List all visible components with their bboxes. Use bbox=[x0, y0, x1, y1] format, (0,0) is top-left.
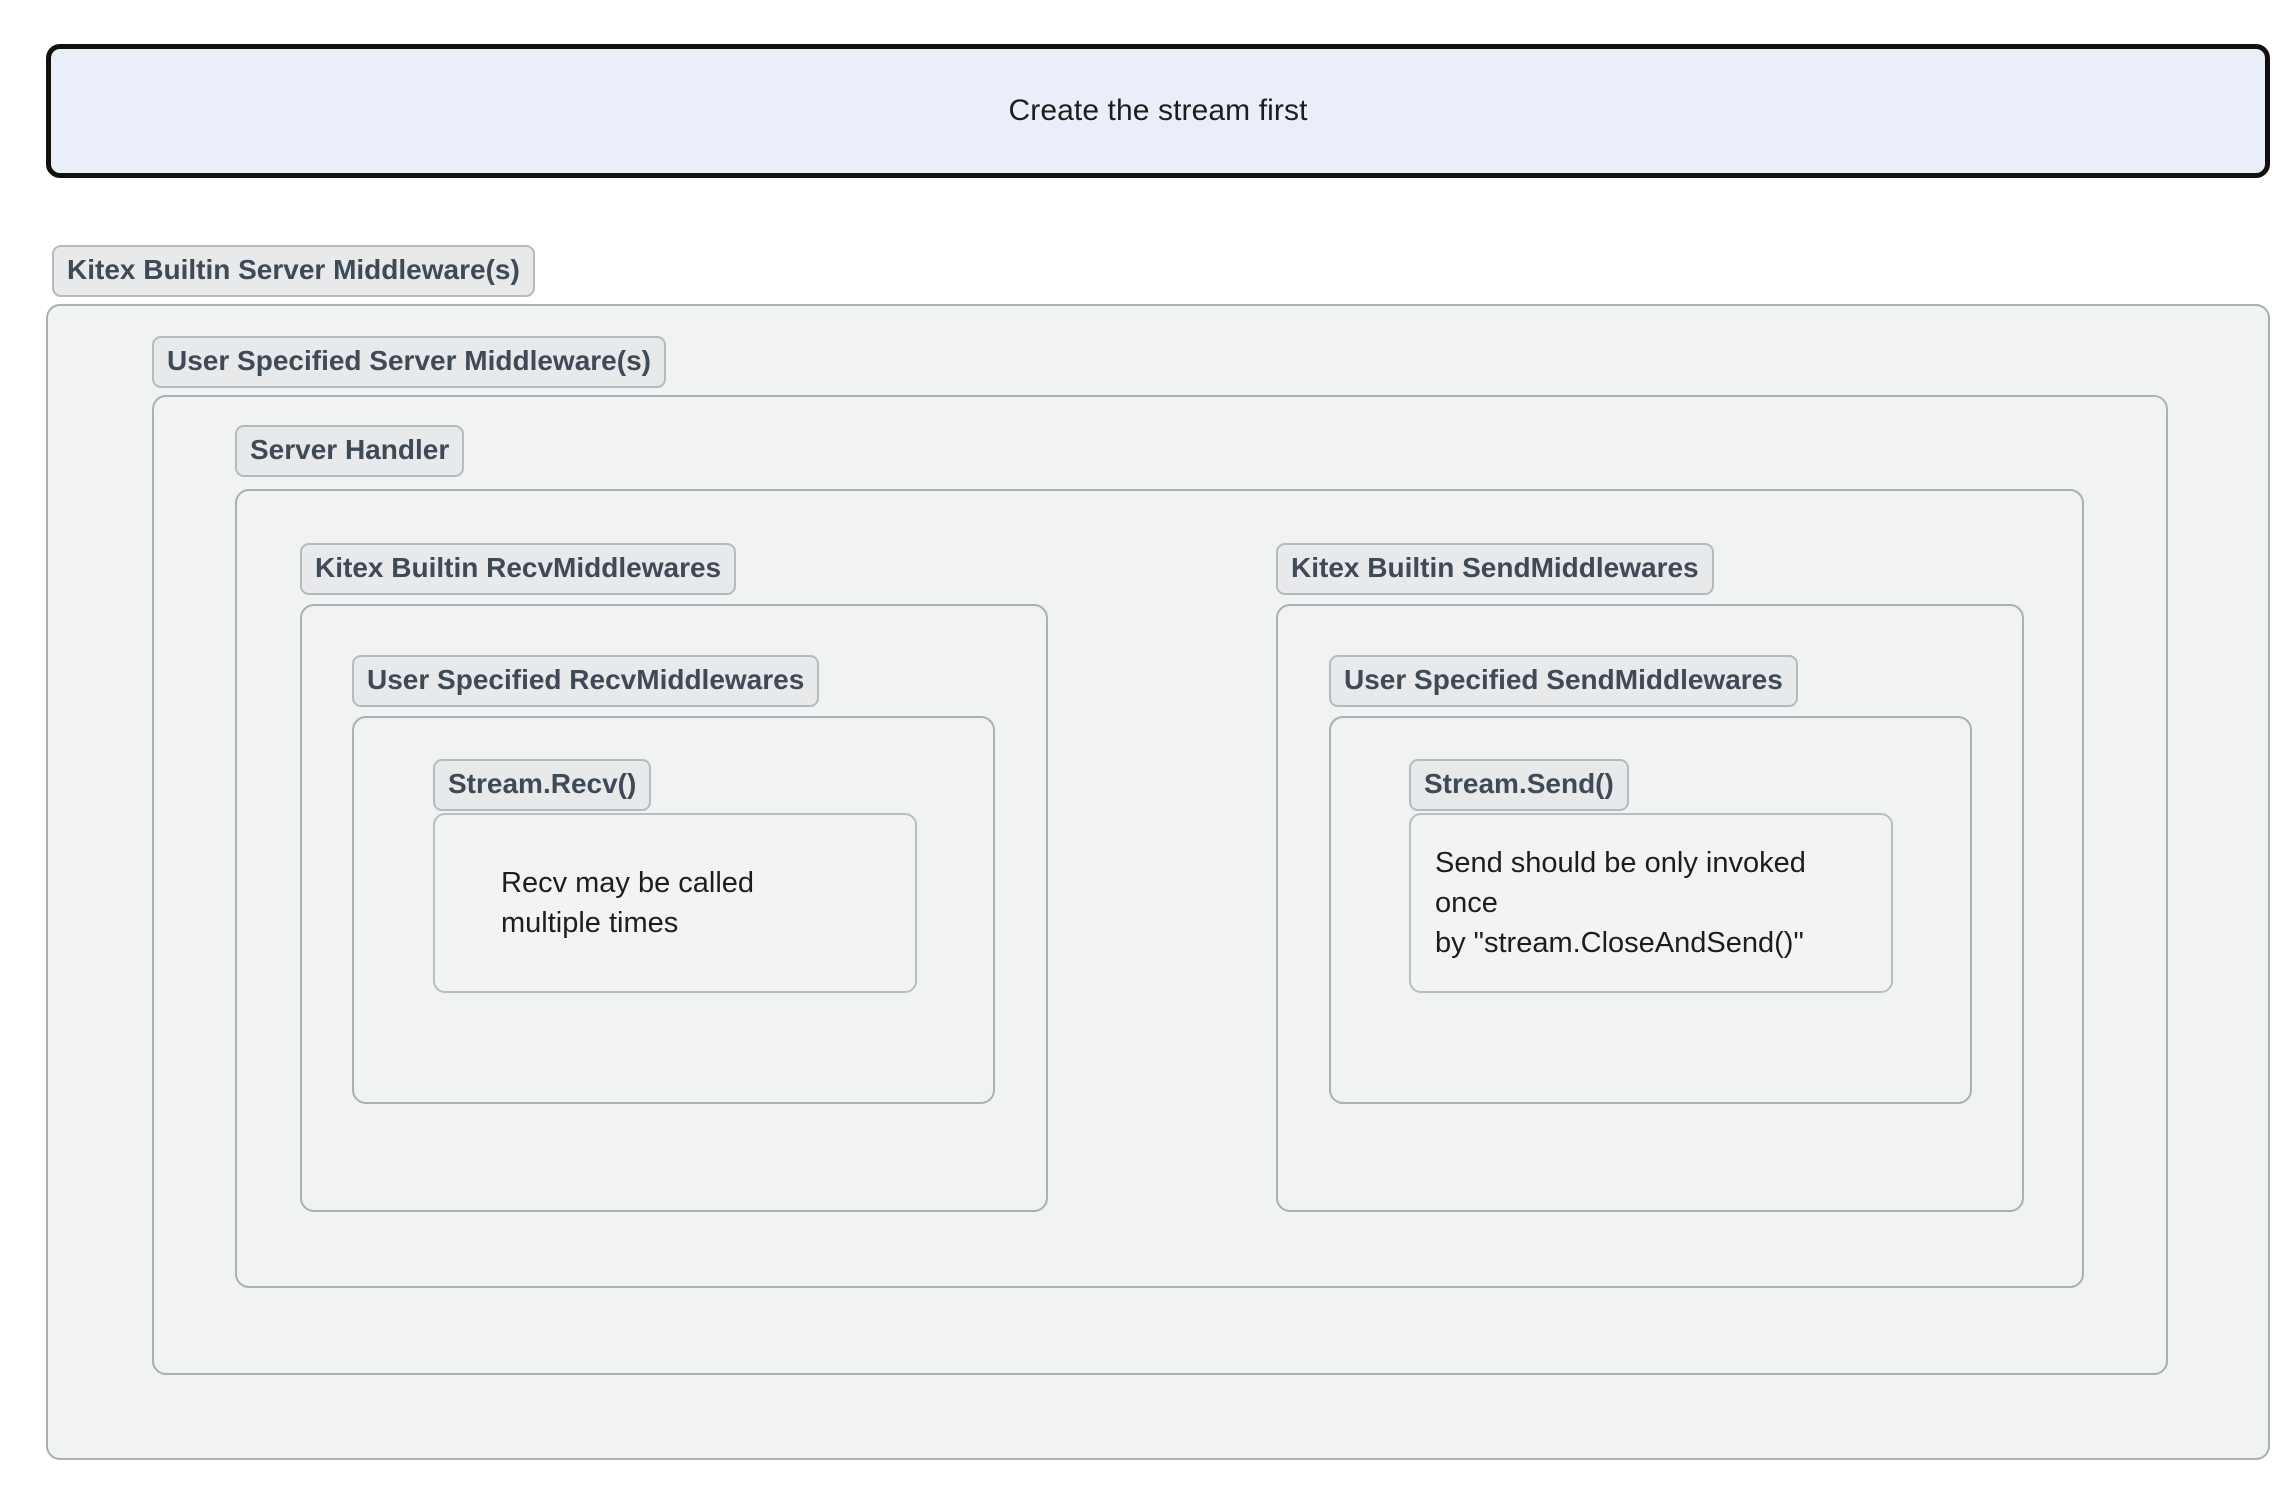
label-stream-recv: Stream.Recv() bbox=[433, 759, 652, 811]
label-user-specified-server-middlewares: User Specified Server Middleware(s) bbox=[152, 336, 666, 388]
create-stream-banner-label: Create the stream first bbox=[1008, 94, 1308, 127]
label-kitex-builtin-recv-middlewares: Kitex Builtin RecvMiddlewares bbox=[300, 543, 737, 595]
label-kitex-builtin-send-middlewares: Kitex Builtin SendMiddlewares bbox=[1276, 543, 1714, 595]
label-kitex-builtin-server-middlewares: Kitex Builtin Server Middleware(s) bbox=[52, 245, 535, 297]
note-recv-multiple-times: Recv may be called multiple times bbox=[433, 813, 917, 993]
label-user-specified-send-middlewares: User Specified SendMiddlewares bbox=[1329, 655, 1798, 707]
note-recv-text: Recv may be called multiple times bbox=[501, 866, 755, 939]
create-stream-banner: Create the stream first bbox=[46, 44, 2270, 178]
label-user-specified-recv-middlewares: User Specified RecvMiddlewares bbox=[352, 655, 820, 707]
note-send-text: Send should be only invoked once by "str… bbox=[1435, 846, 1806, 959]
note-send-invoked-once: Send should be only invoked once by "str… bbox=[1409, 813, 1893, 993]
label-server-handler: Server Handler bbox=[235, 425, 465, 477]
label-stream-send: Stream.Send() bbox=[1409, 759, 1629, 811]
